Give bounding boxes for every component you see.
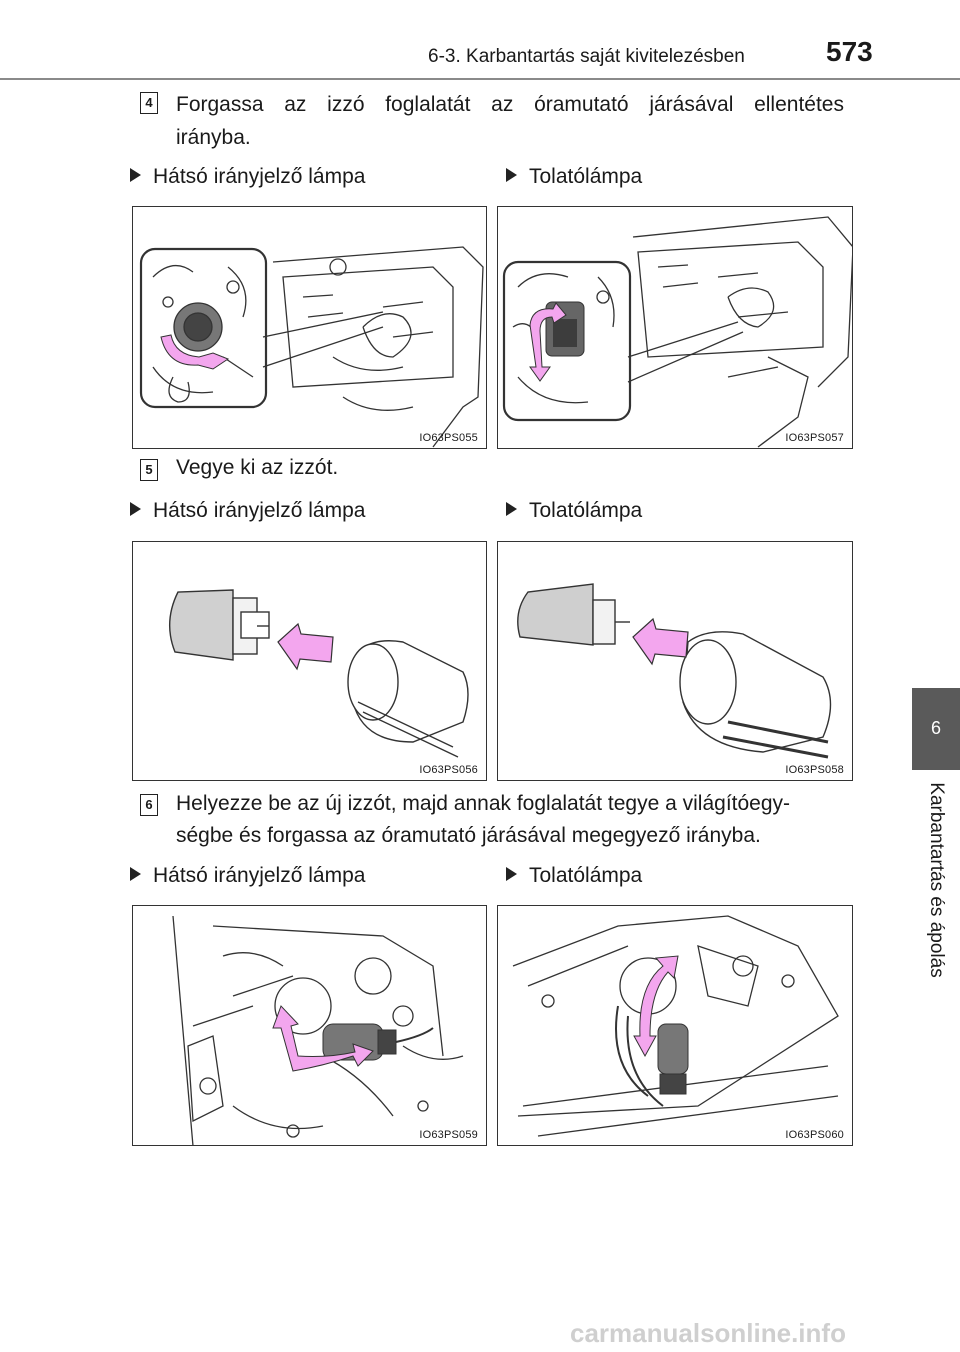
chapter-number: 6 xyxy=(930,718,941,738)
step-number: 4 xyxy=(140,92,158,114)
subheading-right: Tolatólámpa xyxy=(506,499,642,523)
illustration-rear-turn-signal-install: IO63PS059 xyxy=(132,905,487,1146)
step-number: 6 xyxy=(140,794,158,816)
bulb-remove-illustration xyxy=(169,589,469,758)
illustration-reverse-light-install: IO63PS060 xyxy=(497,905,853,1146)
subheading-left: Hátsó irányjelző lámpa xyxy=(130,864,365,888)
illustration-reverse-light-remove: IO63PS058 xyxy=(497,541,853,781)
illustration-code: IO63PS060 xyxy=(785,1129,844,1141)
illustration-code: IO63PS058 xyxy=(785,764,844,776)
illustration-rear-turn-signal-remove: IO63PS056 xyxy=(132,541,487,781)
triangle-bullet-icon xyxy=(506,168,517,183)
step-text-line: ségbe és forgassa az óramutató járásával… xyxy=(176,824,761,847)
bulb-remove-illustration xyxy=(517,583,832,759)
step-text-line: Forgassa az izzó foglalatát az óramutató… xyxy=(176,93,844,116)
illustration-code: IO63PS059 xyxy=(419,1129,478,1141)
subheading-left: Hátsó irányjelző lámpa xyxy=(130,499,365,523)
step-number: 5 xyxy=(140,459,158,481)
watermark: carmanualsonline.info xyxy=(570,1318,846,1348)
step-text-line: Helyezze be az új izzót, majd annak fogl… xyxy=(176,792,791,815)
header-divider xyxy=(0,78,960,80)
subheading-right: Tolatólámpa xyxy=(506,864,642,888)
socket-rotate-illustration xyxy=(502,216,852,448)
socket-rotate-illustration xyxy=(139,246,484,448)
step-text-line: irányba. xyxy=(176,126,251,149)
subheading-label: Hátsó irányjelző lámpa xyxy=(153,165,366,188)
subheading-label: Tolatólámpa xyxy=(529,165,643,188)
triangle-bullet-icon xyxy=(130,502,141,517)
triangle-bullet-icon xyxy=(130,867,141,882)
triangle-bullet-icon xyxy=(130,168,141,183)
chapter-title: Karbantartás és ápolás xyxy=(926,782,947,978)
subheading-label: Hátsó irányjelző lámpa xyxy=(153,864,366,887)
illustration-code: IO63PS056 xyxy=(419,764,478,776)
bulb-install-illustration xyxy=(512,915,839,1137)
bulb-install-illustration xyxy=(172,915,464,1145)
chapter-tab: 6 xyxy=(912,688,960,770)
illustration-code: IO63PS055 xyxy=(419,432,478,444)
triangle-bullet-icon xyxy=(506,502,517,517)
illustration-reverse-light-rotate: IO63PS057 xyxy=(497,206,853,449)
triangle-bullet-icon xyxy=(506,867,517,882)
subheading-label: Tolatólámpa xyxy=(529,499,643,522)
subheading-label: Hátsó irányjelző lámpa xyxy=(153,499,366,522)
section-title: 6-3. Karbantartás saját kivitelezésben xyxy=(428,46,745,67)
subheading-left: Hátsó irányjelző lámpa xyxy=(130,165,365,189)
page-number: 573 xyxy=(826,36,873,67)
subheading-label: Tolatólámpa xyxy=(529,864,643,887)
step-text-line: Vegye ki az izzót. xyxy=(176,456,339,479)
subheading-right: Tolatólámpa xyxy=(506,165,642,189)
illustration-code: IO63PS057 xyxy=(785,432,844,444)
illustration-rear-turn-signal-rotate: IO63PS055 xyxy=(132,206,487,449)
